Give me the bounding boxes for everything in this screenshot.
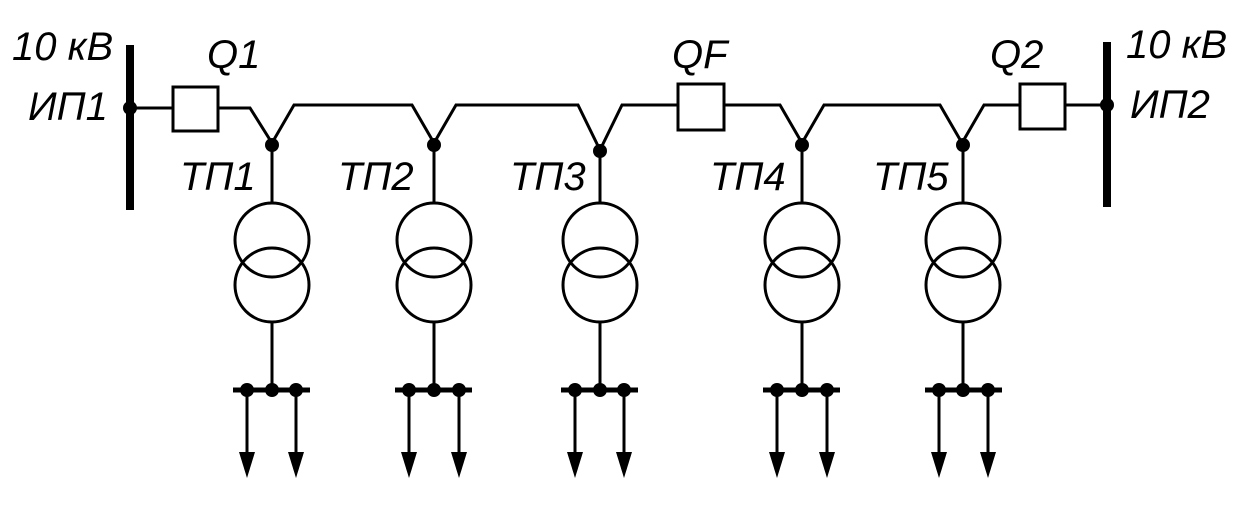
feeder-arrow-icon <box>401 452 417 478</box>
transformer-primary-winding <box>561 201 639 279</box>
source-left-name: ИП1 <box>28 85 108 129</box>
breaker-q2-label: Q2 <box>990 33 1043 77</box>
lv-node <box>956 383 970 397</box>
substation-label: ТП2 <box>338 155 414 199</box>
transformer-secondary-winding <box>233 246 311 324</box>
source-left-node <box>123 101 137 115</box>
lv-node <box>265 383 279 397</box>
lv-node <box>427 383 441 397</box>
lv-node <box>593 383 607 397</box>
transformer-secondary-winding <box>924 246 1002 324</box>
breaker-q2 <box>1018 82 1067 131</box>
main-line-segment <box>724 103 1020 146</box>
feeder-arrow-icon <box>288 452 304 478</box>
feeder-arrow-icon <box>239 452 255 478</box>
feeder-arrow-icon <box>980 452 996 478</box>
substation-label: ТП1 <box>180 155 256 199</box>
substation-tp1: ТП1 <box>180 138 311 478</box>
substation-label: ТП5 <box>873 155 949 199</box>
feeder-arrow-icon <box>931 452 947 478</box>
substation-label: ТП4 <box>710 155 786 199</box>
breaker-qf-label: QF <box>672 33 730 77</box>
transformer-primary-winding <box>924 201 1002 279</box>
feeder-arrow-icon <box>819 452 835 478</box>
transformer-primary-winding <box>233 201 311 279</box>
feeder-arrow-icon <box>769 452 785 478</box>
feeder-arrow-icon <box>567 452 583 478</box>
substation-tp3: ТП3 <box>510 144 639 478</box>
transformer-primary-winding <box>763 201 841 279</box>
transformer-secondary-winding <box>395 246 473 324</box>
substation-tp2: ТП2 <box>338 138 473 478</box>
breaker-q1-label: Q1 <box>207 33 260 77</box>
feeder-arrow-icon <box>451 452 467 478</box>
source-right-voltage: 10 кВ <box>1126 23 1227 67</box>
lv-node <box>795 383 809 397</box>
feeder-arrow-icon <box>616 452 632 478</box>
substation-tp5: ТП5 <box>873 138 1002 478</box>
breaker-q1 <box>171 85 220 133</box>
source-right-name: ИП2 <box>1130 83 1210 127</box>
transformer-secondary-winding <box>561 246 639 324</box>
main-line-segment <box>218 103 678 154</box>
substation-tp4: ТП4 <box>710 138 841 478</box>
transformer-primary-winding <box>395 201 473 279</box>
source-right-node <box>1100 98 1114 112</box>
substation-label: ТП3 <box>510 155 586 199</box>
breaker-qf <box>676 82 726 132</box>
transformer-secondary-winding <box>763 246 841 324</box>
source-left-voltage: 10 кВ <box>12 25 113 69</box>
